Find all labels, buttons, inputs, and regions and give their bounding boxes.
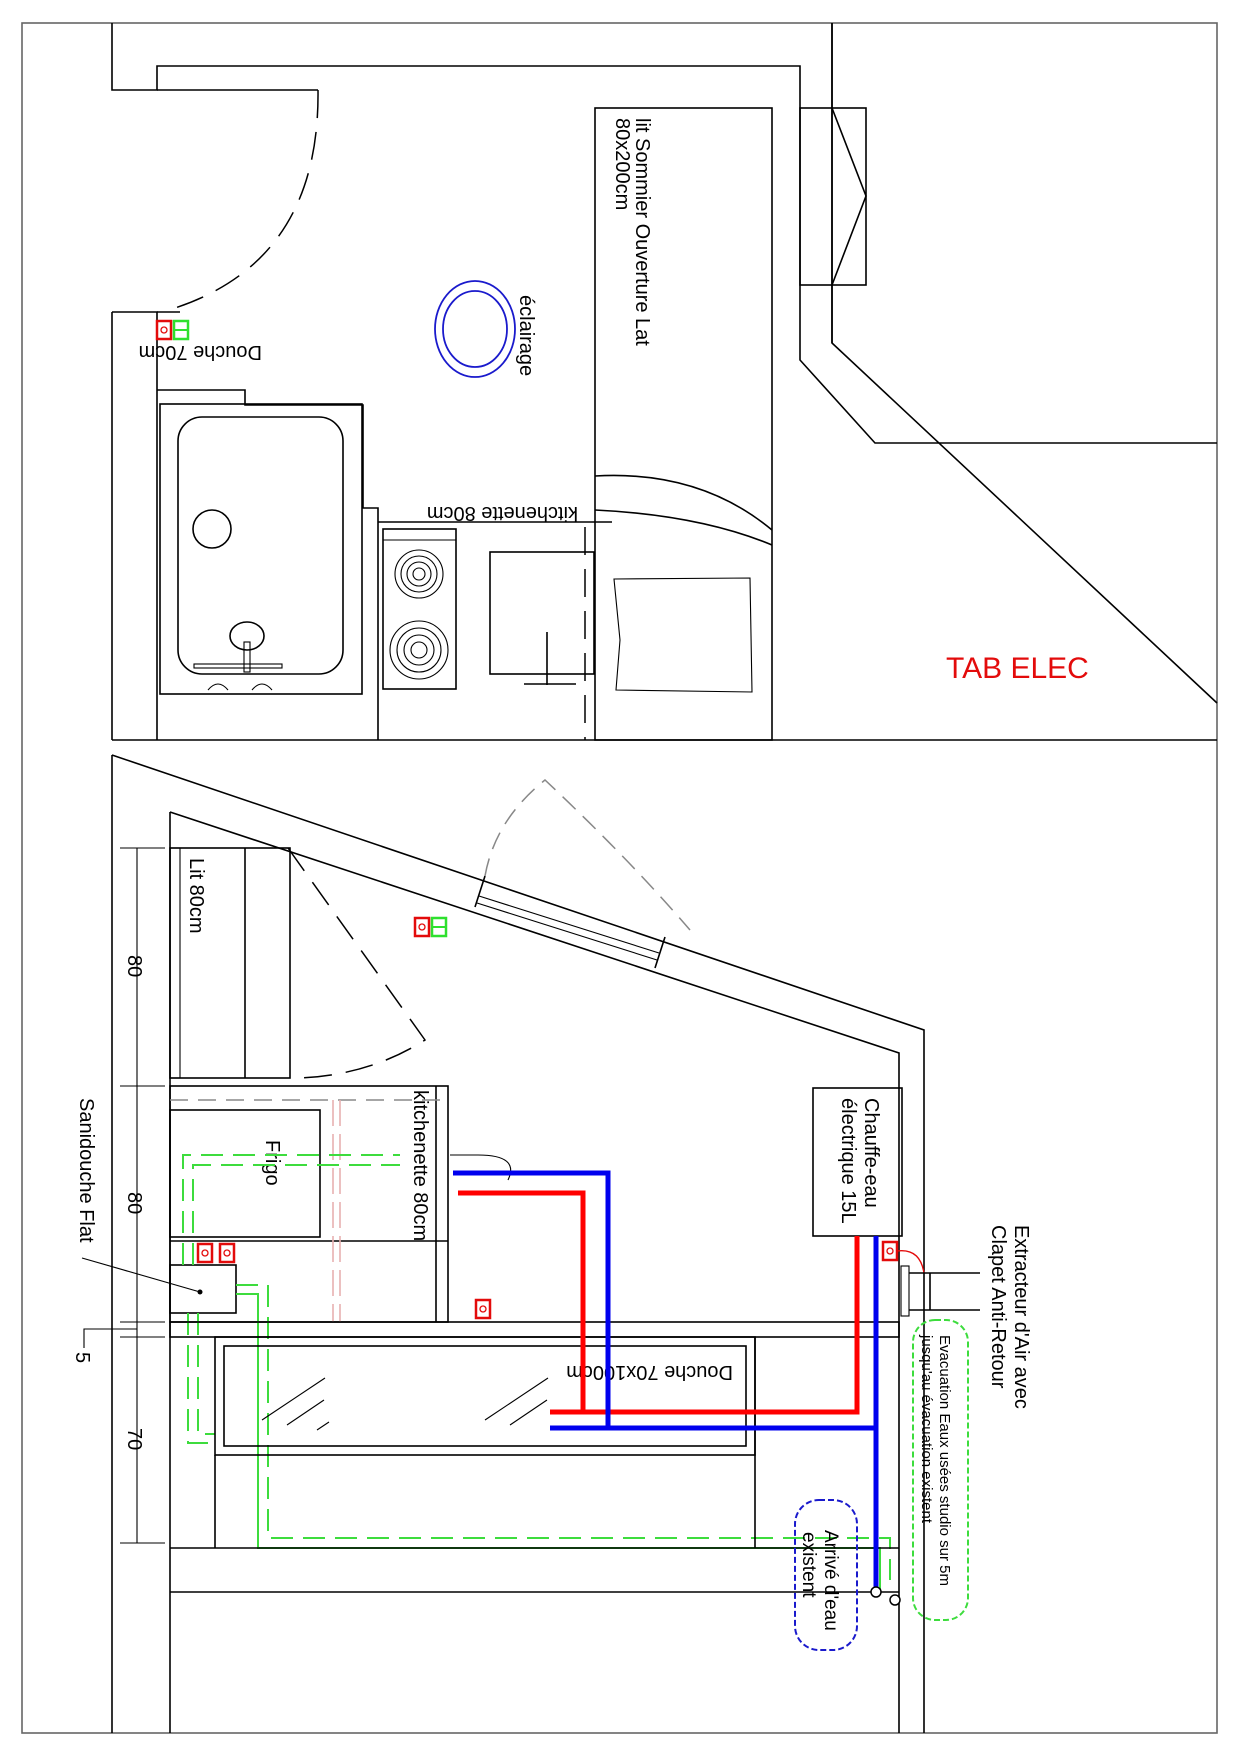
tap-icon: [524, 632, 576, 685]
shower-wall: [157, 389, 379, 740]
water-inlet-label-1: Arrivé d'eau: [820, 1530, 841, 1631]
hotplate-icon: [389, 620, 449, 680]
electrical-panel-label: TAB ELEC: [946, 652, 1089, 685]
lower-kitchenette-label: kitchenette 80cm: [409, 1090, 431, 1241]
shower-drain-icon: [192, 509, 232, 549]
extractor-label-1: Extracteur d'Air avec: [1010, 1225, 1032, 1409]
drain-outlet-icon: [889, 1594, 901, 1606]
bed-sheet-fold: [594, 509, 773, 546]
extractor-fan-icon: [900, 1265, 910, 1317]
drain-note-1: Evacuation Eaux usées studio sur 5m: [936, 1335, 953, 1586]
shower-head-icon: [229, 621, 265, 651]
fridge: [169, 1109, 321, 1238]
upper-wall-left-inner: [112, 311, 158, 740]
drain-line: [182, 1154, 400, 1265]
bed-sheet-fold: [594, 474, 773, 531]
lower-kitchenette: [169, 1085, 449, 1323]
leader-line: [81, 1257, 201, 1293]
ceiling-light-icon: [434, 280, 516, 378]
door-swing-arc: [287, 847, 427, 1079]
hotplate-icon: [394, 549, 444, 599]
glass-hatch: [261, 1377, 549, 1431]
light-switch-icon: [430, 916, 448, 938]
kitchen-tap-icon: [450, 1154, 512, 1181]
dimension-label: 80: [123, 955, 145, 977]
water-inlet-icon: [870, 1586, 882, 1598]
bed-headboard: [169, 847, 181, 1079]
cold-water-pipe: [453, 1170, 879, 1592]
lower-plan: Lit 80cm Frigo kitchenette 80cm: [71, 754, 1032, 1733]
drain-line: [187, 1313, 215, 1444]
shower-glass: [223, 1345, 747, 1447]
pillow-icon: [613, 577, 753, 693]
shower-pipe: [243, 641, 251, 673]
water-inlet-cloud: [794, 1499, 858, 1651]
power-outlet-icon: [218, 1242, 236, 1264]
shower-valves: [207, 683, 273, 691]
sanidouche-label: Sanidouche Flat: [75, 1098, 97, 1243]
upper-bed-label-1: lit Sommier Ouverture Lat: [631, 118, 653, 346]
extractor-wire: [896, 1249, 925, 1274]
power-outlet-icon: [881, 1240, 899, 1262]
drain-line: [236, 1293, 881, 1590]
hot-water-pipe: [458, 1190, 860, 1415]
power-outlet-icon: [155, 319, 173, 341]
door-swing-arc: [174, 89, 319, 309]
lower-bed-label: Lit 80cm: [185, 858, 207, 934]
lower-shower-label: Douche 70x100cm: [566, 1361, 733, 1383]
power-outlet-icon: [413, 916, 431, 938]
dimension-label: 80: [123, 1192, 145, 1214]
extractor-duct: [909, 1272, 980, 1311]
dimension-label: 5: [71, 1352, 93, 1363]
drain-note-cloud: [912, 1319, 969, 1621]
window-frame: [799, 107, 867, 286]
bed-frame: [594, 107, 773, 741]
light-switch-icon: [172, 319, 190, 341]
lighting-label: éclairage: [515, 295, 537, 376]
lower-bed-frame: [169, 847, 291, 1079]
shower-basin: [177, 416, 344, 675]
water-heater-label-2: électrique 15L: [837, 1098, 859, 1224]
window-swing-arc: [484, 779, 691, 931]
power-outlet-icon: [474, 1298, 492, 1320]
dimension-lines: [83, 847, 165, 1544]
upper-kitchenette-label: kitchenette 80cm: [427, 502, 578, 524]
upper-wall-outer: [831, 23, 1218, 704]
dimension-label: 70: [123, 1428, 145, 1450]
fridge-label: Frigo: [261, 1140, 283, 1186]
power-outlet-icon: [196, 1242, 214, 1264]
hob: [382, 528, 457, 690]
window-jamb: [474, 875, 666, 969]
window-glazing: [476, 895, 660, 961]
water-inlet-label-2: existent: [798, 1532, 819, 1598]
upper-wall-inner: [111, 23, 1217, 444]
upper-bed-label-2: 80x200cm: [611, 118, 633, 210]
window-glyph: [831, 107, 867, 286]
sheet-border: [21, 22, 1218, 1734]
drain-note-2: jusqu'au évacuation existent: [918, 1334, 935, 1524]
lower-shower-tray: [214, 1336, 756, 1456]
upper-plan: lit Sommier Ouverture Lat 80x200cm éclai…: [111, 23, 1218, 741]
drain-line: [236, 1284, 891, 1580]
upper-shower-label: Douche 70cm: [139, 341, 262, 363]
shower-step: [169, 1321, 900, 1338]
lower-wall-outer: [111, 754, 925, 1733]
sanidouche-pump: [169, 1264, 237, 1314]
shower-bar: [193, 663, 283, 669]
vent-duct: [332, 1100, 341, 1322]
shower-tray: [159, 403, 363, 695]
extractor-label-2: Clapet Anti-Retour: [987, 1225, 1009, 1389]
lower-wall-inner: [169, 811, 900, 1733]
sink: [489, 551, 595, 675]
water-heater-label-1: Chauffe-eau: [860, 1098, 882, 1208]
